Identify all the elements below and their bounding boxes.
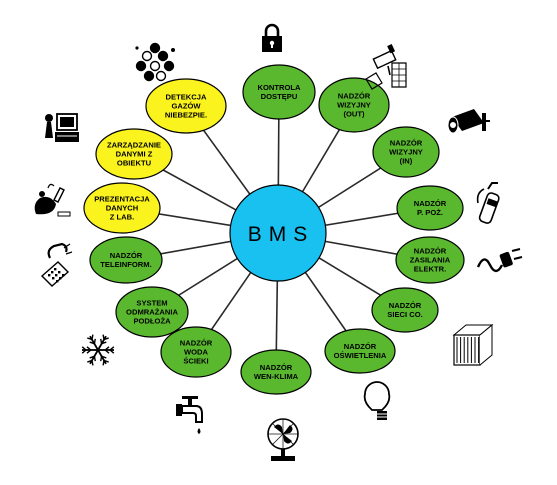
bms-hub: BMS	[229, 184, 327, 282]
node-label-line: DOSTĘPU	[261, 92, 298, 101]
node-label-line: (IN)	[400, 157, 413, 166]
node-label-line: PODŁOŻA	[133, 317, 171, 326]
microscope-icon	[34, 183, 71, 217]
telephone-icon	[40, 242, 73, 287]
gas-molecule-icon	[135, 42, 175, 82]
node-label-line: NADZÓR	[414, 199, 447, 208]
outdoor-camera-icon	[365, 43, 407, 90]
node-ellipse	[242, 64, 316, 120]
node-label-line: WEN-KLIMA	[254, 372, 299, 381]
node-label-line: NADZÓR	[344, 342, 377, 351]
node-label-line: NADZÓR	[338, 92, 371, 101]
node-label-line: DETEKCJA	[166, 93, 207, 102]
padlock-icon	[262, 23, 282, 52]
node-label-line: KONTROLA	[257, 83, 301, 92]
node-ellipse	[396, 185, 464, 231]
node-label-line: WODA	[184, 348, 209, 357]
node-label-line: NADZÓR	[260, 363, 293, 372]
node-ellipse	[160, 326, 232, 378]
node-label-line: (OUT)	[343, 110, 365, 119]
node-label-line: SIECI CO.	[387, 310, 422, 319]
node-label-line: DANYCH	[106, 204, 139, 213]
node-label-line: PREZENTACJA	[94, 195, 150, 204]
node-label-line: P. POŻ.	[417, 208, 443, 217]
bms-hub-circle	[229, 184, 327, 282]
node-label-line: NADZÓR	[180, 339, 213, 348]
node-label-line: ZARZĄDZANIE	[107, 141, 161, 150]
node-label-line: NIEBEZPIE.	[165, 111, 207, 120]
node-label-line: NADZÓR	[414, 247, 447, 256]
node-label-line: DANYMI Z	[116, 150, 153, 159]
node-label-line: WIZYJNY	[389, 148, 423, 157]
node-label-line: Z LAB.	[110, 213, 134, 222]
radiator-icon	[452, 323, 494, 366]
snowflake-icon	[81, 334, 115, 366]
node-label-line: OŚWIETLENIA	[334, 351, 387, 360]
bms-hub-label: BMS	[248, 223, 315, 246]
fan-icon	[267, 418, 299, 461]
node-label-line: ZASILANIA	[410, 256, 451, 265]
node-ellipse	[371, 287, 439, 333]
node-label-line: NADZÓR	[390, 139, 423, 148]
node-label-line: ELEKTR.	[414, 265, 447, 274]
node-label-line: SYSTEM	[136, 299, 167, 308]
node-label-line: NADZÓR	[110, 251, 143, 260]
node-label-line: WIZYJNY	[337, 101, 371, 110]
node-label-line: ŚCIEKI	[183, 357, 208, 366]
node-ellipse	[395, 236, 465, 284]
icons	[34, 23, 523, 461]
node-label-line: GAZÓW	[171, 102, 201, 111]
computer-icon	[45, 113, 79, 142]
node-label-line: NADZÓR	[389, 301, 422, 310]
node-label-line: TELEINFORM.	[100, 260, 151, 269]
node-ellipse	[240, 349, 312, 395]
node-ellipse	[324, 328, 396, 374]
node-ellipse	[89, 236, 163, 284]
water-tap-icon	[176, 396, 203, 434]
node-label-line: OBIEKTU	[117, 159, 152, 168]
fire-extinguisher-icon	[476, 182, 500, 224]
indoor-camera-icon	[447, 109, 490, 134]
light-bulb-icon	[363, 381, 391, 420]
node-ellipse	[115, 286, 189, 338]
node-ellipse	[145, 78, 227, 134]
node-ellipse	[318, 77, 390, 133]
node-label-line: ODMRAŻANIA	[126, 308, 178, 317]
node-ellipse	[95, 128, 173, 180]
node-ellipse	[372, 126, 440, 178]
power-plug-icon	[476, 248, 523, 273]
node-ellipse	[83, 182, 161, 234]
